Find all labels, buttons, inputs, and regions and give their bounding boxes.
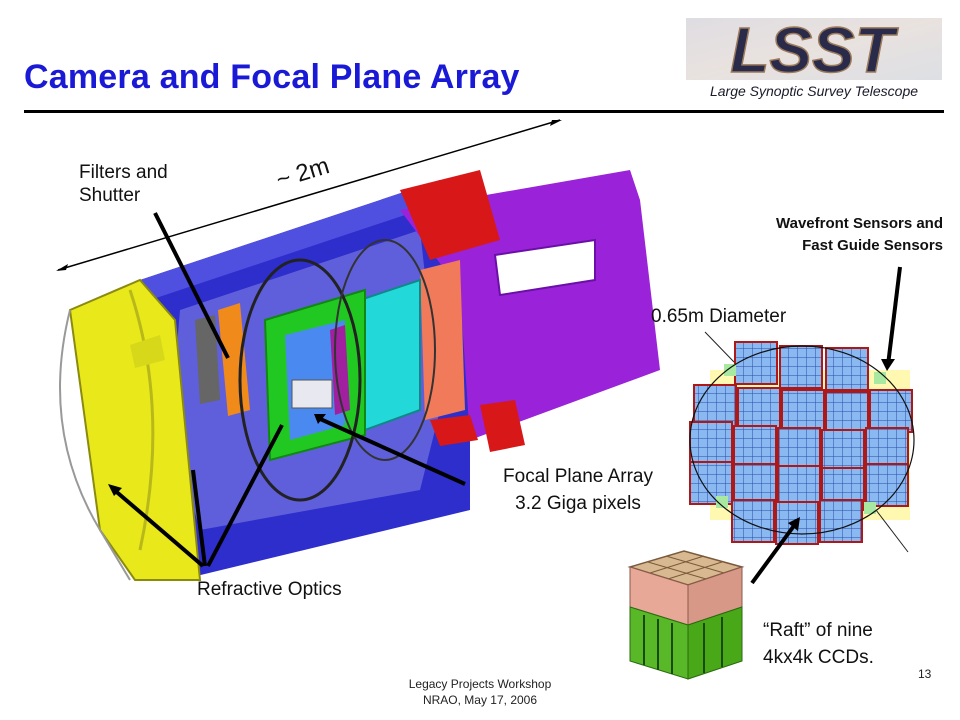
dimension-arrowhead-right: [550, 120, 562, 126]
pointer-wavefront: [886, 266, 902, 366]
raft-illustration: [627, 550, 745, 680]
pointer-raft: [750, 521, 798, 585]
wavefront-sensors: [716, 364, 886, 514]
pointer-optics-2: [191, 469, 207, 567]
raft-label: “Raft” of nine 4kx4k CCDs.: [763, 620, 874, 668]
refractive-optics-label: Refractive Optics: [197, 579, 342, 600]
focal-plane-diagram: [689, 331, 915, 553]
ccd-rafts: [689, 341, 913, 545]
pointer-filters: [153, 212, 230, 359]
dimension-line: [57, 119, 561, 271]
lens-ring: [238, 258, 362, 502]
red-flange-bottom: [480, 400, 525, 452]
page-number: 13: [918, 667, 932, 681]
filters-shutter-label: Filters and Shutter: [79, 162, 168, 206]
wavefront-label: Wavefront Sensors and Fast Guide Sensors: [776, 215, 943, 254]
pointer-fpa: [317, 416, 466, 486]
camera-illustration: [56, 119, 660, 581]
shutter: [195, 315, 220, 404]
lsst-logo: LSST Large Synoptic Survey Telescope: [686, 13, 942, 99]
footer: Legacy Projects Workshop NRAO, May 17, 2…: [408, 677, 552, 708]
logo-wordmark: LSST: [730, 14, 898, 86]
pointer-optics-1: [110, 486, 205, 568]
title-divider: [24, 110, 944, 113]
diameter-label: 0.65m Diameter: [651, 306, 787, 327]
dimension-arrowhead-left: [56, 264, 68, 271]
diameter-outline: [689, 345, 915, 535]
fpa-label: Focal Plane Array 3.2 Giga pixels: [503, 466, 653, 514]
filter: [218, 303, 250, 416]
right-pointers: [750, 266, 902, 585]
logo-tagline: Large Synoptic Survey Telescope: [710, 83, 918, 99]
pointer-optics-3: [206, 424, 284, 567]
cryostat-module: [358, 278, 421, 432]
slide-title: Camera and Focal Plane Array: [24, 58, 520, 96]
red-flange-top: [400, 170, 500, 260]
